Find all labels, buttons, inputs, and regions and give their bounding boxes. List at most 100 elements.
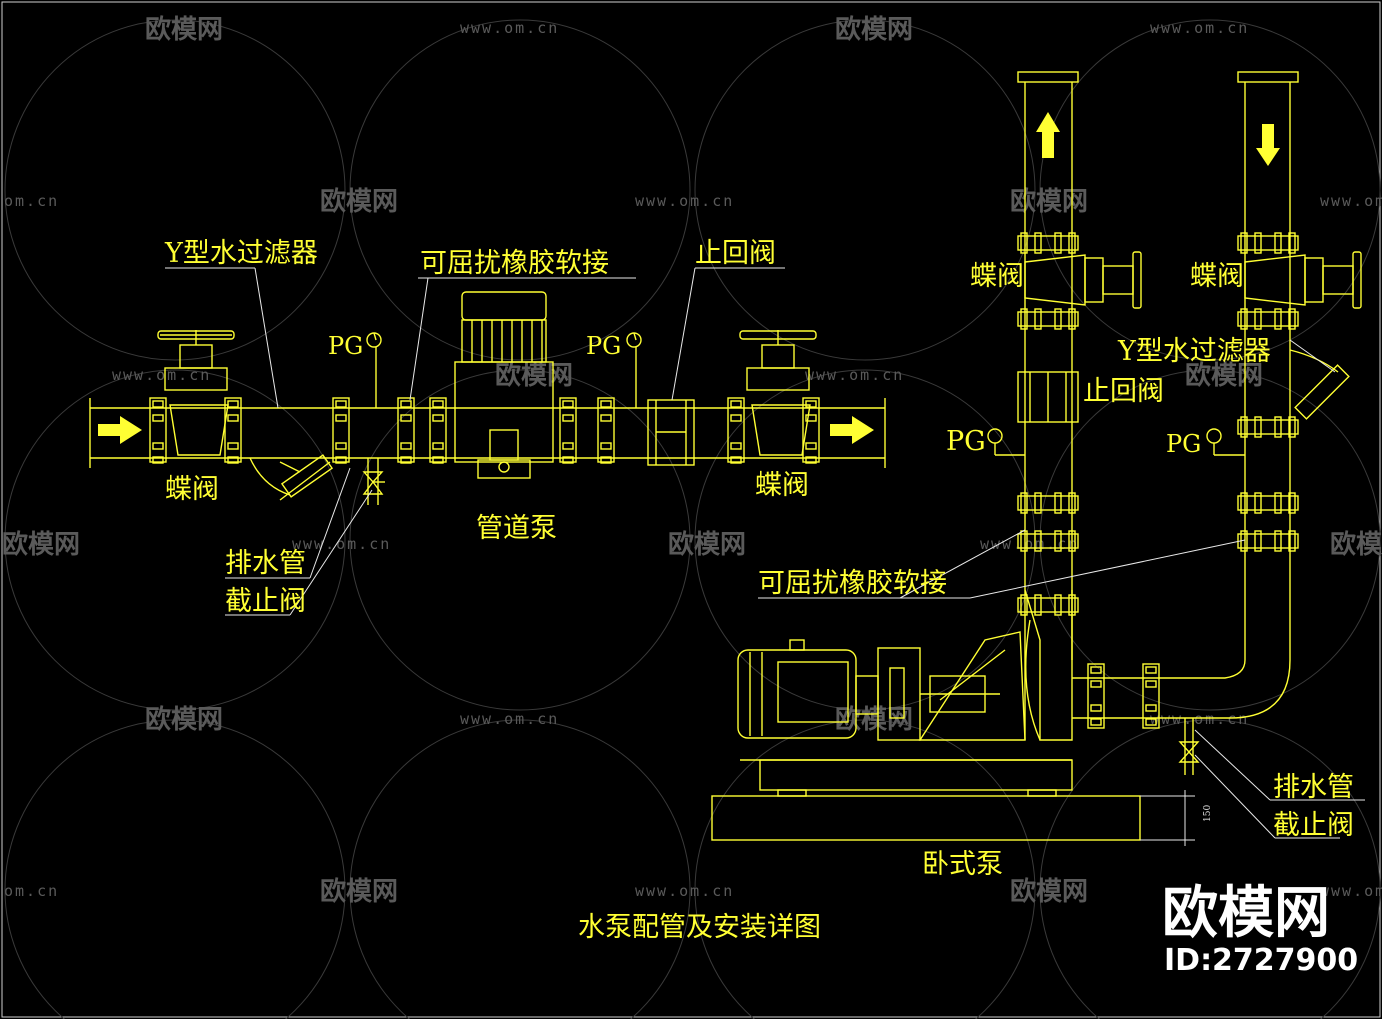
flange [559, 397, 577, 464]
drawing-title: 水泵配管及安装详图 [578, 912, 821, 943]
flange [1017, 308, 1079, 330]
watermark-url: www.om.cn [635, 192, 734, 210]
flange [597, 397, 615, 464]
watermark-url: om.cn [4, 192, 59, 210]
check-valve-left [647, 399, 695, 466]
watermark-url: www.om.cn [292, 535, 391, 553]
flow-down-arrow-icon [1256, 124, 1280, 166]
flange [1017, 232, 1079, 254]
watermark-logo: 欧模网 [145, 14, 223, 45]
butterfly-valve-right [739, 330, 817, 456]
pipe-flanges [1017, 232, 1299, 729]
brand-logo: 欧模网 [1162, 881, 1330, 946]
watermark-url: www.om.cn [112, 366, 211, 384]
watermark-url: www.om.cn [1320, 882, 1382, 900]
brand-id: ID:2727900 [1164, 943, 1358, 978]
flow-arrow-icon [98, 416, 142, 444]
drain-stop-valve-left [362, 458, 385, 505]
flow-up-arrow-icon [1036, 112, 1060, 158]
flange [727, 397, 745, 464]
watermark-url: www.om.cn [460, 19, 559, 37]
flange [1017, 530, 1079, 552]
watermark-logo: 欧模网 [1010, 876, 1088, 907]
watermark-url: www.om.cn [635, 882, 734, 900]
label-check-valve: 止回阀 [1083, 376, 1164, 407]
flange [1087, 663, 1105, 729]
leader-lines [165, 267, 785, 616]
flange [1237, 530, 1299, 552]
watermark-url: om.cn [4, 882, 59, 900]
butterfly-valve-right-2 [1244, 251, 1362, 309]
flange [1237, 308, 1299, 330]
check-valve-right [1017, 371, 1079, 423]
watermark-url: www.om.cn [980, 535, 1079, 553]
butterfly-valve-right-1 [1024, 251, 1142, 309]
pressure-gauge-icon [1206, 428, 1245, 456]
label-butterfly-valve: 蝶阀 [1190, 261, 1244, 292]
label-pg: PG [586, 332, 621, 360]
pipe-flanges [149, 397, 820, 464]
watermark-logo: 欧模网 [2, 529, 80, 560]
pressure-gauge-icon [987, 428, 1025, 456]
label-pg: PG [1166, 430, 1201, 458]
flange [1017, 594, 1079, 616]
watermark-url: www.om.cn [1320, 192, 1382, 210]
label-check-valve: 止回阀 [695, 238, 776, 269]
watermark-url: www.om.cn [460, 710, 559, 728]
y-strainer-left [249, 454, 334, 501]
flange [1237, 492, 1299, 514]
label-stop-valve: 截止阀 [225, 586, 306, 617]
flange [1017, 492, 1079, 514]
label-flex-joint: 可屈扰橡胶软接 [420, 248, 609, 279]
flange [397, 397, 415, 464]
watermark-logo: 欧模网 [1185, 360, 1263, 391]
watermark-logo: 欧模网 [1330, 529, 1382, 560]
watermark-logo: 欧模网 [668, 529, 746, 560]
watermark-logo: 欧模网 [320, 186, 398, 217]
flange [1237, 232, 1299, 254]
watermark-url: www.om.cn [1150, 710, 1249, 728]
horizontal-pump [711, 631, 1141, 841]
label-pipeline-pump: 管道泵 [476, 513, 557, 544]
label-y-filter: Y型水过滤器 [164, 238, 318, 269]
right-assembly: 150 蝶阀 蝶阀 Y型水过滤器 止回阀 PG PG 可屈扰橡胶软接 排水管 [711, 71, 1365, 880]
watermark-logo: 欧模网 [1010, 186, 1088, 217]
label-butterfly-valve: 蝶阀 [755, 470, 809, 501]
label-y-filter: Y型水过滤器 [1117, 336, 1271, 367]
flange [332, 397, 350, 464]
flange [429, 397, 447, 464]
watermark-logo: 欧模网 [835, 704, 913, 735]
label-horizontal-pump: 卧式泵 [922, 849, 1003, 880]
flow-arrow-icon [830, 416, 874, 444]
watermark-logo: 欧模网 [320, 876, 398, 907]
flange [1142, 663, 1160, 729]
butterfly-valve-left [157, 330, 235, 456]
flange [1237, 416, 1299, 438]
label-butterfly-valve: 蝶阀 [970, 261, 1024, 292]
flange [149, 397, 167, 464]
label-pg: PG [328, 332, 363, 360]
label-drain-pipe: 排水管 [225, 548, 306, 579]
watermark-layer [4, 19, 1381, 1019]
dimension-150: 150 [1140, 790, 1213, 846]
flange [802, 397, 820, 464]
label-pg: PG [946, 426, 986, 457]
watermark-url: www.om.cn [805, 366, 904, 384]
pressure-gauge-icon [626, 332, 642, 408]
watermark-logo: 欧模网 [495, 360, 573, 391]
flange [224, 397, 242, 464]
watermark-texts: 欧模网 www.om.cn 欧模网 www.om.cn om.cn 欧模网 ww… [2, 14, 1382, 907]
watermark-logo: 欧模网 [835, 14, 913, 45]
leader-lines-right [758, 339, 1365, 839]
label-butterfly-valve: 蝶阀 [165, 474, 219, 505]
label-flex-joint: 可屈扰橡胶软接 [758, 568, 947, 599]
drain-stop-valve-right [1178, 718, 1200, 775]
watermark-logo: 欧模网 [145, 704, 223, 735]
label-drain-pipe: 排水管 [1273, 772, 1354, 803]
left-pipeline: Y型水过滤器 可屈扰橡胶软接 止回阀 PG PG 蝶阀 蝶阀 管道泵 排水管 截… [89, 238, 886, 617]
label-stop-valve: 截止阀 [1273, 810, 1354, 841]
pressure-gauge-icon [366, 332, 382, 408]
watermark-url: www.om.cn [1150, 19, 1249, 37]
